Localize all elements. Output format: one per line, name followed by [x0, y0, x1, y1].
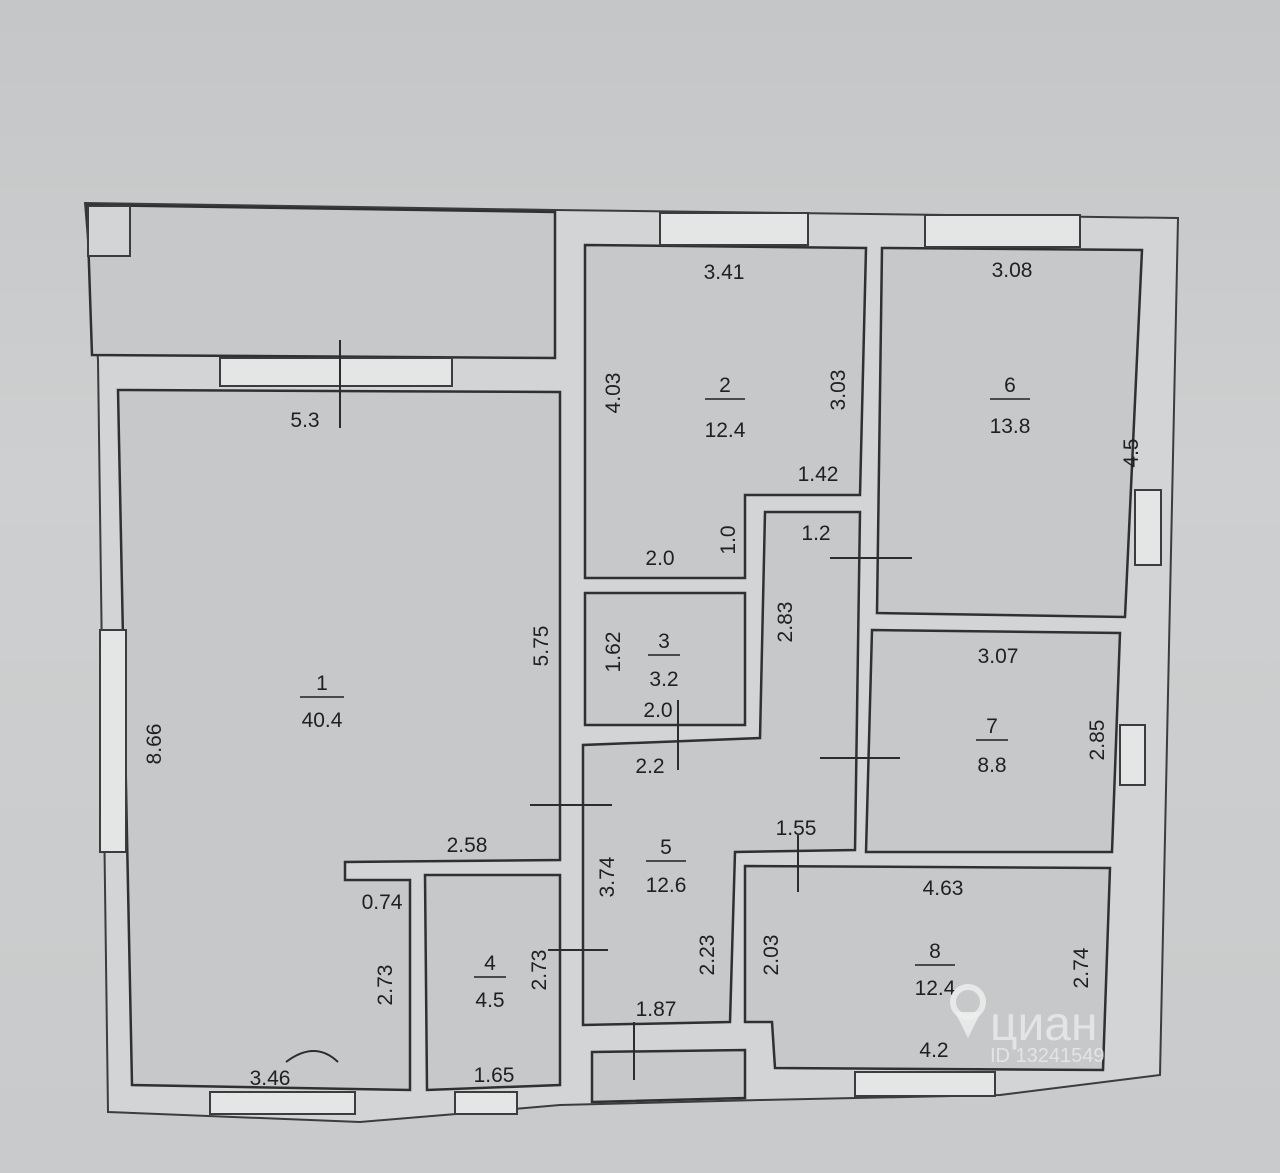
- dim-2-73-b: 2.73: [528, 950, 551, 991]
- dim-2-0-a: 2.0: [645, 547, 674, 570]
- dim-4-5: 4.5: [1120, 438, 1143, 467]
- watermark-id: ID 13241549: [990, 1045, 1105, 1067]
- window-room-2: [659, 212, 809, 246]
- dim-2-23: 2.23: [696, 935, 719, 976]
- room-5-area: 12.6: [646, 874, 687, 897]
- room-4: [423, 873, 562, 1092]
- window-room-1-top: [219, 357, 453, 387]
- room-8: [743, 864, 1112, 1072]
- dim-3-07: 3.07: [978, 645, 1019, 668]
- dim-2-03: 2.03: [760, 935, 783, 976]
- window-room-6-top: [924, 214, 1081, 248]
- dim-2-73-a: 2.73: [374, 965, 397, 1006]
- dim-1-87: 1.87: [636, 998, 677, 1021]
- room-1-number: 1: [316, 672, 328, 695]
- room-8-number: 8: [929, 940, 941, 963]
- dim-2-0-b: 2.0: [643, 699, 672, 722]
- dim-4-2: 4.2: [919, 1039, 948, 1062]
- dim-3-46: 3.46: [250, 1067, 291, 1090]
- room-8-area: 12.4: [915, 977, 956, 1000]
- room-6: [875, 246, 1144, 619]
- dim-4-03: 4.03: [602, 373, 625, 414]
- watermark-brand: циан: [990, 998, 1098, 1051]
- dim-2-85: 2.85: [1086, 720, 1109, 761]
- window-room-8: [854, 1071, 996, 1097]
- dim-1-55: 1.55: [776, 817, 817, 840]
- dim-3-41: 3.41: [704, 261, 745, 284]
- location-pin-icon: [950, 984, 986, 1038]
- room-5-hall: [581, 510, 862, 1027]
- room-2: [583, 243, 868, 580]
- door-swing-arc: [285, 1050, 339, 1063]
- dim-0-74: 0.74: [362, 891, 403, 914]
- room-6-number: 6: [1004, 374, 1016, 397]
- balcony: [85, 203, 557, 360]
- room-6-area: 13.8: [990, 415, 1031, 438]
- dim-1-62: 1.62: [602, 632, 625, 673]
- window-room-1-bottom: [209, 1091, 356, 1115]
- dim-2-2: 2.2: [635, 755, 664, 778]
- dim-1-2: 1.2: [801, 522, 830, 545]
- room-4-number: 4: [484, 952, 496, 975]
- balcony-column: [87, 205, 131, 257]
- room-3: [583, 591, 747, 727]
- room-1-living: [116, 388, 562, 1092]
- room-3-area: 3.2: [649, 668, 678, 691]
- room-7-area: 8.8: [977, 754, 1006, 777]
- room-1-area: 40.4: [302, 709, 343, 732]
- room-4-area: 4.5: [475, 989, 504, 1012]
- dim-1-0: 1.0: [717, 525, 740, 554]
- dim-3-74: 3.74: [596, 856, 619, 897]
- dim-2-83: 2.83: [774, 602, 797, 643]
- dim-1-42: 1.42: [798, 463, 839, 486]
- dim-1-65: 1.65: [474, 1064, 515, 1087]
- entry-vestibule: [590, 1048, 747, 1104]
- window-room-6-right: [1134, 489, 1162, 566]
- dim-5-3: 5.3: [290, 409, 319, 432]
- room-7: [864, 628, 1122, 854]
- dim-8-66: 8.66: [143, 724, 166, 765]
- dim-3-08: 3.08: [992, 259, 1033, 282]
- room-3-number: 3: [658, 630, 670, 653]
- room-2-number: 2: [719, 374, 731, 397]
- dim-2-74: 2.74: [1070, 947, 1093, 988]
- dim-3-03: 3.03: [827, 370, 850, 411]
- room-7-number: 7: [986, 715, 998, 738]
- window-room-7: [1119, 724, 1146, 786]
- dim-4-63: 4.63: [923, 877, 964, 900]
- room-2-area: 12.4: [705, 419, 746, 442]
- window-room-1-left: [99, 629, 127, 853]
- window-room-4: [454, 1091, 518, 1115]
- watermark: циан ID 13241549: [950, 984, 1105, 1067]
- dim-5-75: 5.75: [530, 626, 553, 667]
- dim-2-58: 2.58: [447, 834, 488, 857]
- room-5-number: 5: [660, 836, 672, 859]
